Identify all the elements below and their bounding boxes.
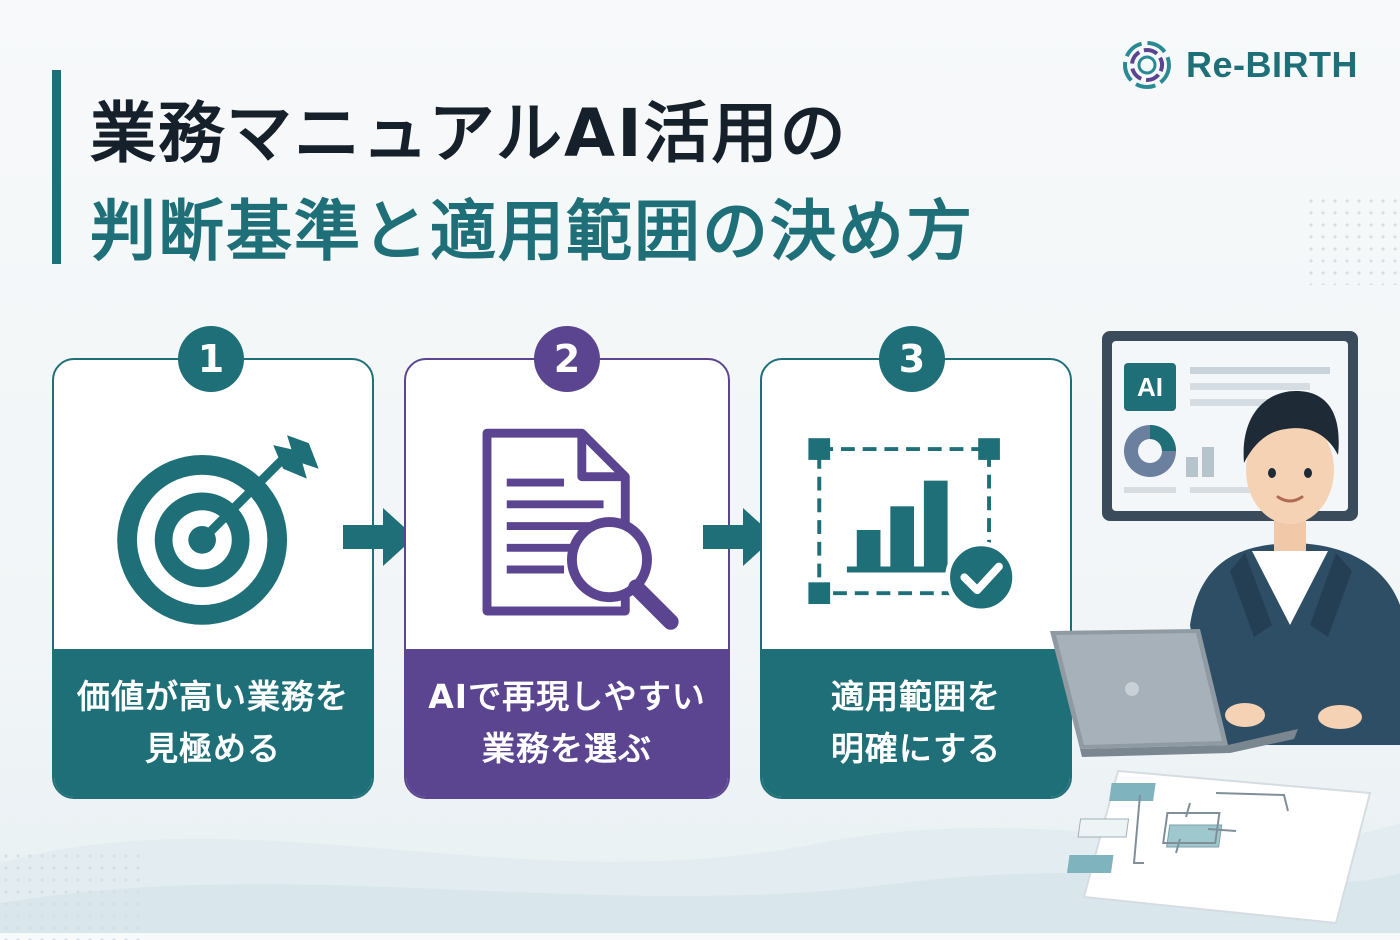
person-laptop-illustration: AI xyxy=(1050,331,1400,925)
step-1-text-line1: 価値が高い業務を xyxy=(77,677,349,716)
monitor-ai-label: AI xyxy=(1137,372,1163,402)
step-2-number-badge: 2 xyxy=(534,326,600,392)
step-1-label: 価値が高い業務を 見極める xyxy=(54,649,372,797)
logo-ring-icon xyxy=(1123,41,1171,89)
background-wave xyxy=(0,823,1400,933)
target-arrow-icon xyxy=(117,435,319,625)
step-card-2: AIで再現しやすい 業務を選ぶ xyxy=(404,358,730,799)
document-search-icon xyxy=(482,428,679,630)
step-3-number-badge: 3 xyxy=(879,326,945,392)
brand-name: Re-BIRTH xyxy=(1186,44,1358,85)
step-2-text-line2: 業務を選ぶ xyxy=(482,729,652,768)
flowchart-paper xyxy=(1066,769,1372,925)
step-1-text-line2: 見極める xyxy=(145,729,281,768)
step-1-number-badge: 1 xyxy=(178,326,244,392)
page-title-line2: 判断基準と適用範囲の決め方 xyxy=(90,193,974,270)
brand-logo: Re-BIRTH xyxy=(1118,36,1358,94)
step-3-text-line1: 適用範囲を xyxy=(831,677,1001,716)
dot-pattern xyxy=(1305,195,1400,285)
arrow-right-icon xyxy=(343,508,415,566)
step-2-text-line1: AIで再現しやすい xyxy=(428,677,706,716)
arrow-right-icon xyxy=(703,508,775,566)
step-3-text-line2: 明確にする xyxy=(830,729,1002,768)
dot-pattern xyxy=(0,850,140,940)
step-3-label: 適用範囲を 明確にする xyxy=(762,649,1070,797)
step-card-3: 適用範囲を 明確にする xyxy=(760,358,1072,799)
title-accent-bar xyxy=(52,70,61,264)
page-title-line1: 業務マニュアルAI活用の xyxy=(90,95,848,172)
step-2-label: AIで再現しやすい 業務を選ぶ xyxy=(406,649,728,797)
step-card-1: 価値が高い業務を 見極める xyxy=(52,358,374,799)
scope-chart-check-icon xyxy=(808,438,1018,614)
